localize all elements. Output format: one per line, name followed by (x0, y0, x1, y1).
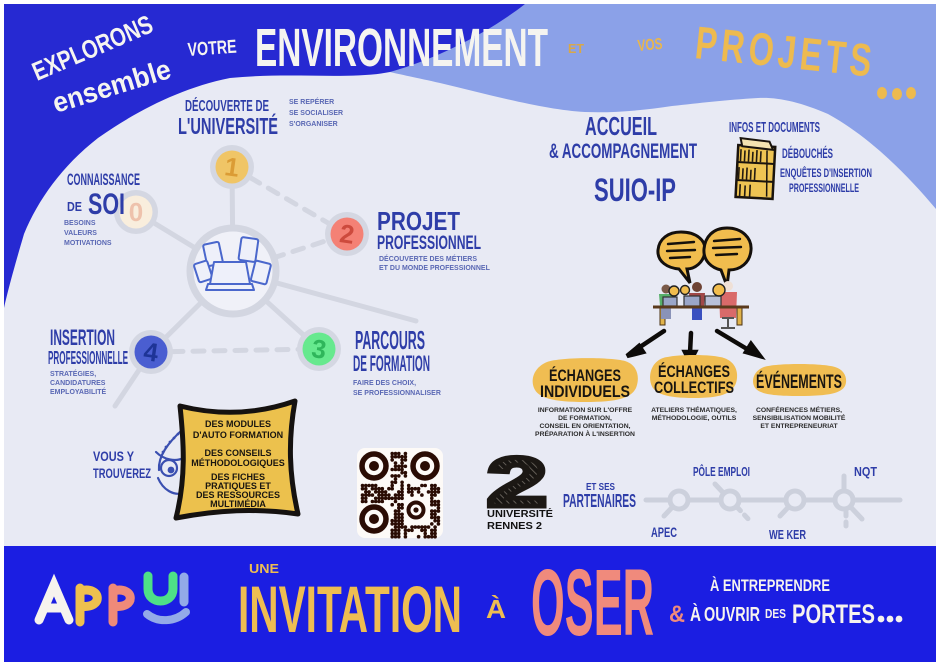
svg-text:DÉCOUVERTE DES MÉTIERS: DÉCOUVERTE DES MÉTIERS (379, 254, 477, 263)
svg-text:DE FORMATION: DE FORMATION (353, 351, 430, 376)
svg-text:À ENTREPRENDRE: À ENTREPRENDRE (710, 576, 830, 595)
svg-text:3: 3 (310, 333, 329, 365)
svg-text:INFORMATION SUR L'OFFRE: INFORMATION SUR L'OFFRE (538, 407, 633, 414)
svg-text:PROJET: PROJET (377, 206, 460, 236)
svg-text:0: 0 (129, 197, 143, 227)
svg-text:1: 1 (223, 151, 242, 183)
svg-text:BESOINS: BESOINS (64, 220, 96, 227)
svg-text:2: 2 (338, 218, 357, 250)
svg-text:RENNES 2: RENNES 2 (487, 520, 542, 532)
svg-text:PROFESSIONNEL: PROFESSIONNEL (377, 233, 481, 254)
svg-text:ÉCHANGES: ÉCHANGES (549, 366, 621, 385)
svg-text:PROFESSIONNELLE: PROFESSIONNELLE (48, 348, 128, 368)
svg-text:ATELIERS THÉMATIQUES,: ATELIERS THÉMATIQUES, (651, 405, 737, 414)
svg-text:INVITATION: INVITATION (238, 572, 462, 646)
svg-text:WE KER: WE KER (769, 528, 806, 542)
svg-text:CONSEIL EN ORIENTATION,: CONSEIL EN ORIENTATION, (539, 423, 630, 430)
svg-text:PÔLE EMPLOI: PÔLE EMPLOI (693, 464, 750, 479)
svg-text:SUIO-IP: SUIO-IP (594, 172, 676, 208)
svg-text:ENVIRONNEMENT: ENVIRONNEMENT (255, 18, 548, 78)
svg-text:EMPLOYABILITÉ: EMPLOYABILITÉ (50, 387, 106, 396)
svg-text:DE FORMATION,: DE FORMATION, (558, 415, 612, 422)
svg-text:ET DU MONDE PROFESSIONNEL: ET DU MONDE PROFESSIONNEL (379, 265, 491, 272)
svg-text:D'AUTO FORMATION: D'AUTO FORMATION (193, 430, 283, 440)
svg-text:INDIVIDUELS: INDIVIDUELS (540, 382, 630, 401)
svg-text:SE REPÉRER: SE REPÉRER (289, 97, 334, 106)
svg-text:FAIRE DES CHOIX,: FAIRE DES CHOIX, (353, 380, 416, 387)
svg-text:CANDIDATURES: CANDIDATURES (50, 380, 106, 387)
svg-text:MOTIVATIONS: MOTIVATIONS (64, 240, 112, 247)
svg-text:PARCOURS: PARCOURS (355, 325, 425, 355)
svg-text:CONFÉRENCES MÉTIERS,: CONFÉRENCES MÉTIERS, (756, 405, 842, 414)
svg-text:DES FICHES: DES FICHES (211, 472, 265, 482)
svg-text:L'UNIVERSITÉ: L'UNIVERSITÉ (178, 112, 278, 139)
svg-text:VOS: VOS (637, 36, 664, 55)
svg-text:CONNAISSANCE: CONNAISSANCE (67, 170, 140, 189)
svg-text:SENSIBILISATION MOBILITÉ: SENSIBILISATION MOBILITÉ (753, 413, 846, 422)
svg-text:DES MODULES: DES MODULES (205, 419, 271, 429)
svg-text:VALEURS: VALEURS (64, 230, 97, 237)
svg-text:À: À (486, 594, 506, 624)
svg-text:OSER: OSER (531, 550, 654, 656)
svg-text:OUVRIR: OUVRIR (704, 604, 760, 626)
svg-text:& ACCOMPAGNEMENT: & ACCOMPAGNEMENT (549, 140, 697, 163)
svg-text:SE PROFESSIONNALISER: SE PROFESSIONNALISER (353, 390, 441, 397)
svg-text:MULTIMÉDIA: MULTIMÉDIA (210, 499, 266, 509)
svg-text:INSERTION: INSERTION (50, 325, 115, 350)
svg-text:2: 2 (487, 443, 547, 521)
svg-text:&: & (669, 601, 685, 628)
svg-text:4: 4 (142, 336, 161, 368)
svg-text:VOTRE: VOTRE (187, 37, 237, 61)
svg-text:INFOS ET DOCUMENTS: INFOS ET DOCUMENTS (729, 119, 820, 136)
svg-text:PROFESSIONNELLE: PROFESSIONNELLE (789, 181, 859, 195)
svg-text:STRATÉGIES,: STRATÉGIES, (50, 369, 96, 378)
svg-text:PARTENAIRES: PARTENAIRES (563, 491, 636, 511)
svg-text:NQT: NQT (854, 465, 877, 479)
svg-text:DÉBOUCHÉS: DÉBOUCHÉS (782, 145, 833, 161)
svg-text:APEC: APEC (651, 525, 677, 540)
svg-text:ENQUÊTES D'INSERTION: ENQUÊTES D'INSERTION (780, 165, 872, 180)
svg-text:DÉCOUVERTE DE: DÉCOUVERTE DE (185, 96, 269, 115)
svg-text:ACCUEIL: ACCUEIL (585, 111, 657, 141)
svg-text:PORTES: PORTES (792, 599, 875, 629)
svg-text:À: À (690, 603, 701, 626)
svg-text:VOUS Y: VOUS Y (93, 448, 135, 464)
svg-text:ET SES: ET SES (586, 482, 615, 493)
svg-text:PRATIQUES ET: PRATIQUES ET (205, 481, 271, 491)
svg-text:DES RESSOURCES: DES RESSOURCES (196, 490, 280, 500)
svg-text:ET ENTREPRENEURIAT: ET ENTREPRENEURIAT (760, 423, 838, 430)
svg-text:DES CONSEILS: DES CONSEILS (204, 448, 271, 458)
svg-text:UNIVERSITÉ: UNIVERSITÉ (487, 507, 553, 520)
svg-text:SE SOCIALISER: SE SOCIALISER (289, 110, 343, 117)
svg-text:ÉCHANGES: ÉCHANGES (658, 362, 730, 381)
svg-text:S'ORGANISER: S'ORGANISER (289, 121, 338, 128)
svg-text:MÉTHODOLOGIE, OUTILS: MÉTHODOLOGIE, OUTILS (652, 413, 737, 422)
svg-text:PRÉPARATION À L'INSERTION: PRÉPARATION À L'INSERTION (535, 429, 635, 438)
svg-text:DES: DES (765, 607, 786, 621)
svg-text:ÉVÉNEMENTS: ÉVÉNEMENTS (756, 371, 842, 393)
svg-text:MÉTHODOLOGIQUES: MÉTHODOLOGIQUES (191, 458, 285, 468)
svg-text:COLLECTIFS: COLLECTIFS (654, 378, 734, 397)
svg-text:DE: DE (67, 199, 82, 214)
svg-text:ET: ET (568, 42, 584, 56)
svg-text:UNE: UNE (249, 562, 279, 576)
svg-text:TROUVEREZ: TROUVEREZ (93, 465, 151, 481)
svg-text:SOI: SOI (88, 188, 125, 221)
